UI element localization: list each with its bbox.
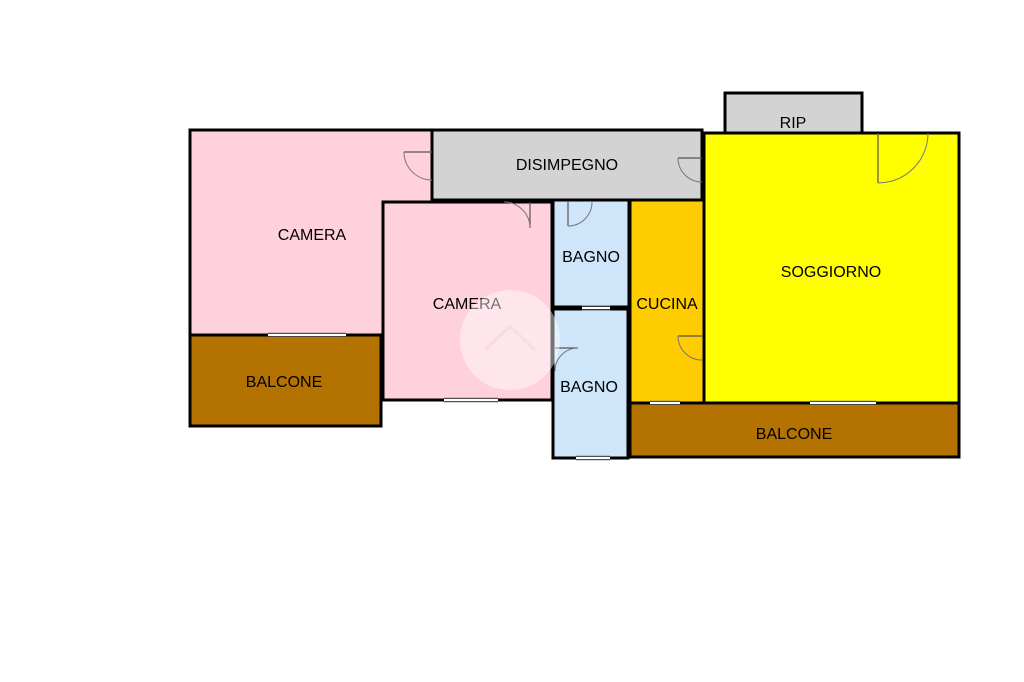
room-balcone-right-area [628,401,961,459]
door-camera-middle [503,201,531,229]
room-balcone-right: BALCONE [628,401,961,459]
room-disimpegno-label: DISIMPEGNO [516,157,618,174]
door-soggiorno [877,132,929,184]
room-balcone-left-area [188,333,383,428]
room-camera-left-label: CAMERA [278,227,347,244]
room-bagno-bottom-label: BAGNO [560,379,618,396]
room-bagno-top-label: BAGNO [562,249,620,266]
door-disimpegno-cucina [677,157,703,183]
door-bagno-top [567,201,593,227]
room-cucina-label: CUCINA [636,296,698,313]
room-rip: RIP [723,91,864,136]
window-camera-middle-bottom [444,397,498,403]
room-camera-middle-area [381,200,554,402]
room-camera-middle: CAMERA [381,200,554,402]
room-cucina: CUCINA [628,198,706,405]
room-bagno-top: BAGNO [551,198,631,309]
room-rip-label: RIP [780,115,807,132]
doors [403,132,929,372]
room-soggiorno: SOGGIORNO [702,131,961,405]
room-balcone-left: BALCONE [188,333,383,428]
window-camera-left-balcone [268,332,346,338]
watermark-logo [460,290,560,390]
window-bagno-between [582,305,610,311]
room-bagno-top-area [551,198,631,309]
windows [268,305,876,461]
door-cucina [677,335,703,361]
window-cucina-balcone [650,400,680,406]
room-disimpegno: DISIMPEGNO [430,128,704,202]
room-soggiorno-area [702,131,961,405]
window-bagno-bottom [576,455,610,461]
room-camera-middle-label: CAMERA [433,296,502,313]
room-bagno-bottom: BAGNO [551,307,630,460]
room-disimpegno-area [430,128,704,202]
room-balcone-left-label: BALCONE [246,374,322,391]
door-camera-left [403,151,433,181]
window-soggiorno-balcone [810,400,876,406]
room-soggiorno-label: SOGGIORNO [781,264,881,281]
door-bagno-bottom [554,347,579,372]
room-balcone-right-label: BALCONE [756,426,832,443]
